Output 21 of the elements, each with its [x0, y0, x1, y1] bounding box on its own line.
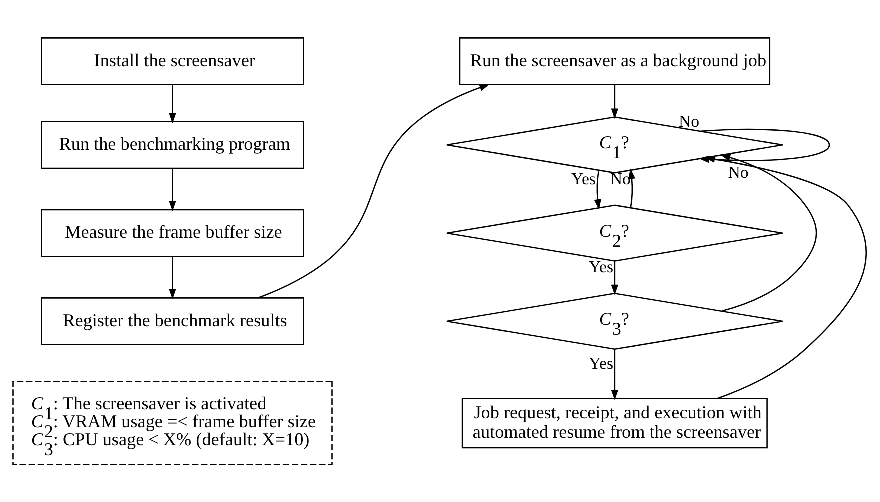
arrow — [169, 84, 176, 124]
edge-label: No — [679, 111, 700, 130]
arrow — [628, 168, 636, 208]
node-box: Run the screensaver as a background job — [459, 37, 771, 86]
arrow — [720, 154, 818, 312]
arrow — [258, 84, 490, 298]
arrow — [611, 84, 619, 119]
arrow — [611, 348, 619, 400]
node-box: Install the screensaver — [41, 37, 304, 86]
node-box: Job request, receipt, and execution with automated resume from the screensaver — [462, 398, 768, 448]
edge-label: Yes — [571, 169, 596, 188]
arrow — [169, 168, 176, 211]
arrow — [611, 260, 619, 295]
arrow — [594, 170, 602, 210]
edge-label: Yes — [588, 354, 614, 373]
node-box: Register the benchmark results — [41, 297, 304, 346]
arrow — [169, 256, 176, 300]
edge-label: No — [610, 169, 631, 188]
edge-label: No — [728, 162, 749, 182]
node-box: Run the benchmarking program — [41, 120, 304, 169]
node-box: Measure the frame buffer size — [41, 208, 304, 257]
